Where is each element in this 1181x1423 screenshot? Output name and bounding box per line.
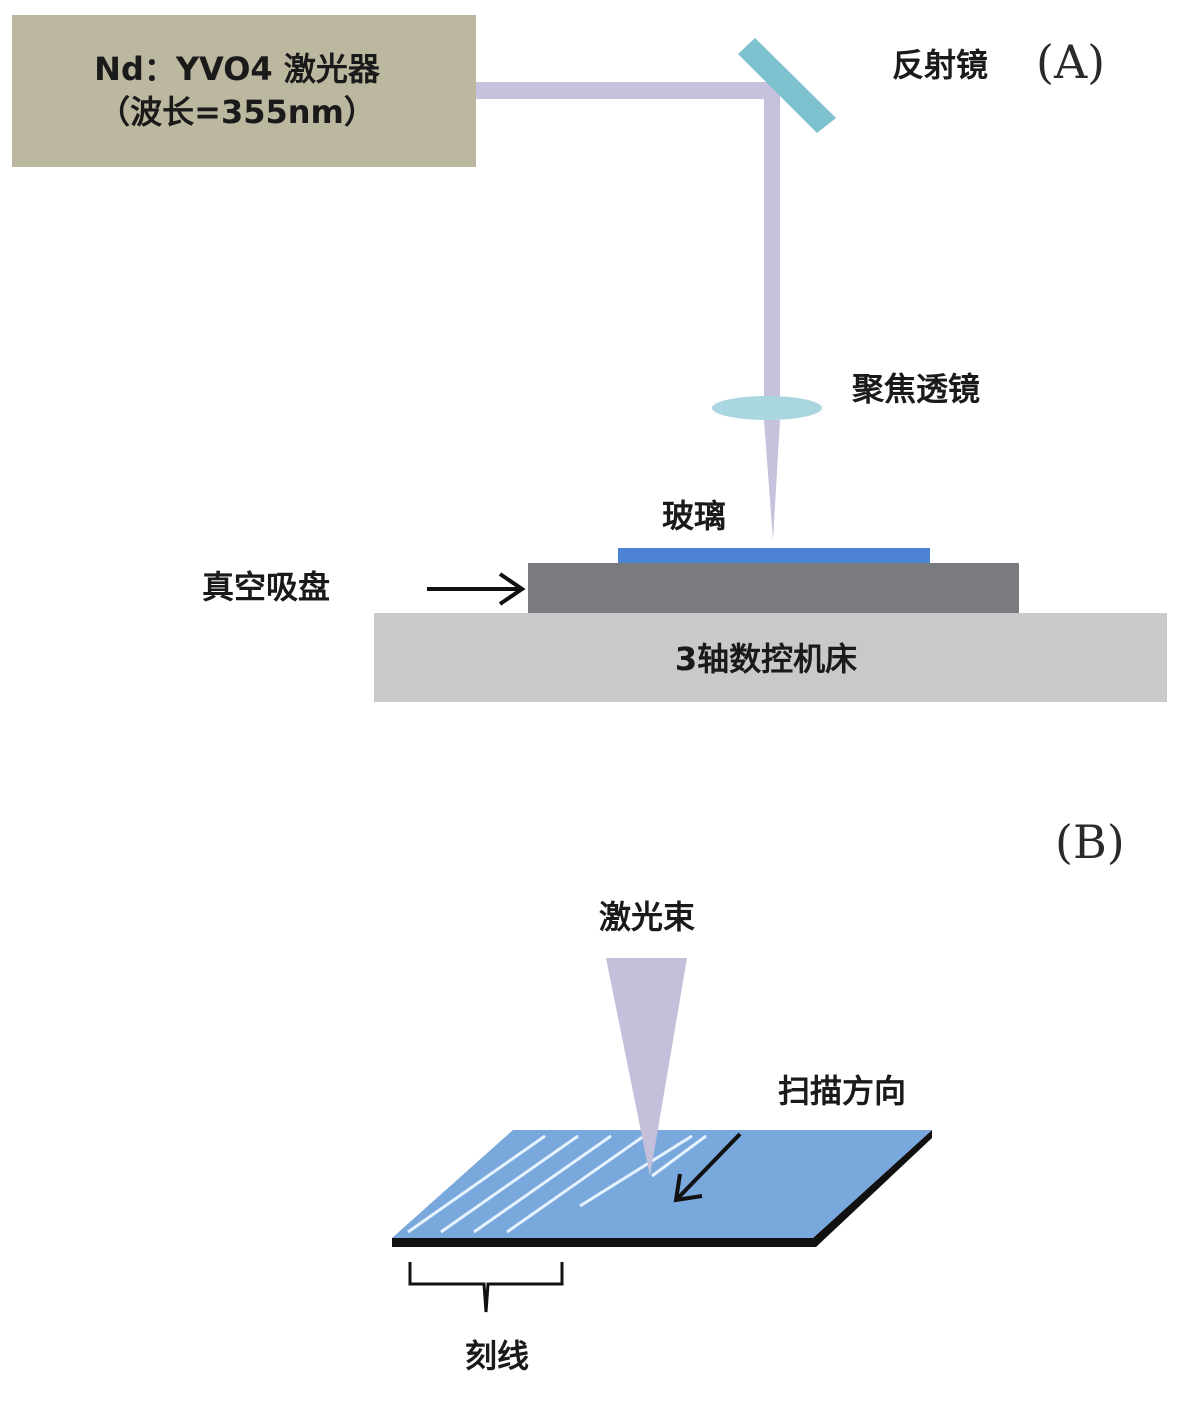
- scan-direction-label: 扫描方向: [778, 1072, 906, 1110]
- laser-source-box: [12, 15, 476, 167]
- cnc-machine-base: [374, 613, 1167, 702]
- workpiece-plate: [392, 1130, 932, 1238]
- scribe-line: [440, 1134, 579, 1234]
- vacuum-chuck: [528, 563, 1019, 613]
- panel-b-label: (B): [1055, 815, 1125, 869]
- glass-label: 玻璃: [662, 497, 726, 535]
- focused-beam-cone: [764, 420, 780, 540]
- mirror: [738, 38, 836, 133]
- glass-sheet: [618, 548, 930, 563]
- vertical-laser-beam: [764, 88, 780, 410]
- laser-beam-label: 激光束: [599, 898, 695, 936]
- scan-direction-arrow-shaft: [676, 1132, 742, 1200]
- scribe-lines: [407, 1134, 707, 1234]
- cnc-machine-label: 3轴数控机床: [675, 640, 857, 678]
- laser-beam-cone: [606, 958, 687, 1176]
- horizontal-laser-beam: [476, 82, 778, 99]
- scan-direction-arrow-head: [673, 1173, 703, 1203]
- panel-a: Nd：YVO4 激光器 （波长=355nm） 反射镜 (A) 聚焦透镜 玻璃 真…: [12, 15, 1167, 702]
- scribe-lines-label: 刻线: [465, 1337, 529, 1375]
- mirror-label: 反射镜: [892, 46, 988, 84]
- scribe-line: [579, 1134, 693, 1208]
- scribe-line: [651, 1134, 707, 1178]
- focusing-lens: [712, 396, 822, 420]
- panel-a-label: (A): [1036, 35, 1105, 89]
- vacuum-chuck-arrow-head: [498, 572, 526, 606]
- focusing-lens-label: 聚焦透镜: [851, 370, 980, 408]
- scribe-line: [407, 1134, 546, 1234]
- scribe-line: [473, 1134, 612, 1234]
- scribe-lines-brace: [408, 1262, 564, 1313]
- vacuum-chuck-label: 真空吸盘: [202, 568, 330, 606]
- scribe-line: [506, 1134, 645, 1234]
- laser-source-label-line2: （波长=355nm）: [98, 93, 376, 131]
- laser-source-label-line1: Nd：YVO4 激光器: [94, 50, 381, 88]
- panel-b: (B) 激光束 扫描方向 刻线: [392, 815, 1125, 1375]
